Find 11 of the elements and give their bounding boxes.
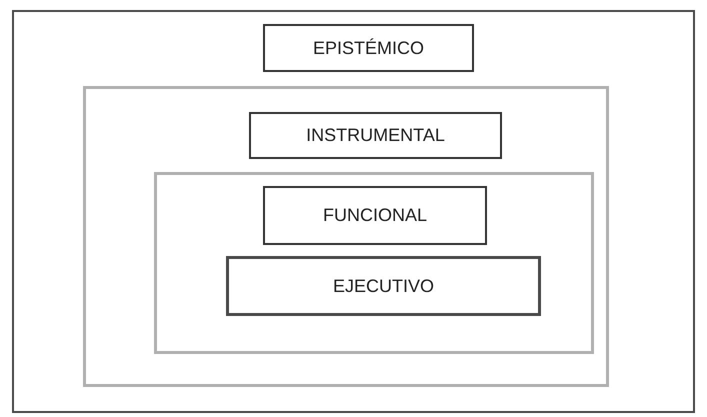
level-label-box — [226, 256, 541, 316]
level-label: EJECUTIVO — [332, 276, 434, 296]
level-label: EPISTÉMICO — [312, 38, 424, 58]
outer-frame — [12, 10, 695, 413]
level-label-box — [249, 112, 502, 159]
level-label-box — [263, 24, 474, 72]
inner-frame — [154, 172, 594, 354]
middle-frame — [83, 86, 609, 387]
level-label: FUNCIONAL — [322, 205, 427, 226]
level-label-box — [263, 186, 487, 245]
level-label: INSTRUMENTAL — [306, 125, 445, 146]
